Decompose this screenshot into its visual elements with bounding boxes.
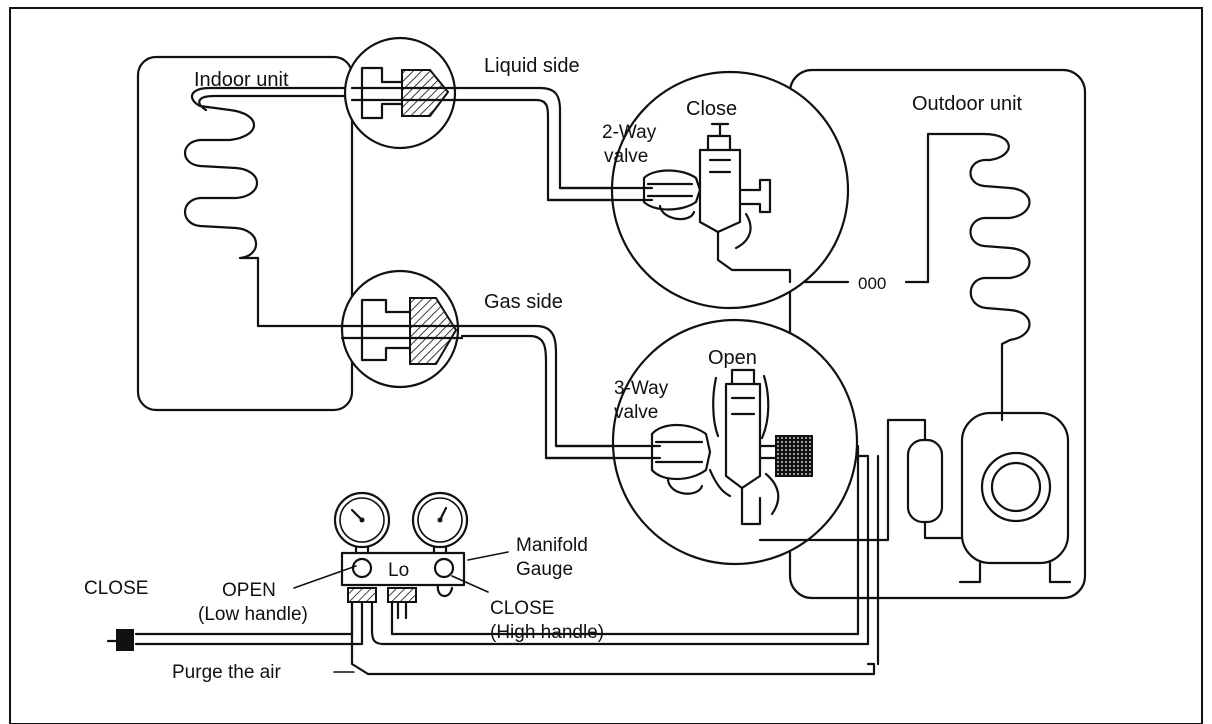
open-low-handle-label-2: (Low handle) (198, 604, 308, 625)
close-high-handle-label-2: (High handle) (490, 622, 604, 643)
figure-frame (9, 7, 1203, 724)
two-way-valve-label-1: 2-Way (602, 122, 657, 143)
manifold-leader (467, 551, 509, 561)
close-left-label: CLOSE (84, 578, 148, 599)
indoor-unit-label: Indoor unit (194, 69, 289, 91)
manifold-gauge-label-2: Gauge (516, 559, 573, 580)
three-way-valve-label-2: valve (614, 402, 658, 423)
close-high-handle-label-1: CLOSE (490, 598, 554, 619)
open-low-handle-label-1: OPEN (222, 580, 276, 601)
low-handle (351, 557, 373, 579)
open-leader (293, 565, 357, 589)
purge-the-air-label: Purge the air (172, 662, 281, 683)
close-high-leader (451, 575, 489, 593)
liquid-pipe (464, 86, 654, 190)
strainer-mesh (775, 435, 813, 477)
liquid-side-label: Liquid side (484, 55, 580, 77)
high-handle (433, 557, 455, 579)
manifold-gauge-label-1: Manifold (516, 535, 588, 556)
outdoor-unit-label: Outdoor unit (912, 93, 1023, 115)
close-valve (116, 629, 134, 651)
three-way-valve-detail (544, 318, 859, 566)
coil-mark: 000 (858, 274, 886, 293)
open-mid-label: Open (708, 347, 757, 369)
gas-flare-detail (340, 269, 464, 389)
two-way-valve-label-2: valve (604, 146, 648, 167)
liquid-flare-detail (343, 36, 468, 150)
indoor-unit (136, 55, 370, 412)
three-way-valve-label-1: 3-Way (614, 378, 669, 399)
two-way-valve-detail (546, 70, 850, 310)
gas-side-label: Gas side (484, 291, 563, 313)
manifold-gauge (333, 491, 469, 620)
close-top-label: Close (686, 98, 737, 120)
lo-label: Lo (388, 560, 409, 581)
gas-pipe (460, 324, 662, 448)
